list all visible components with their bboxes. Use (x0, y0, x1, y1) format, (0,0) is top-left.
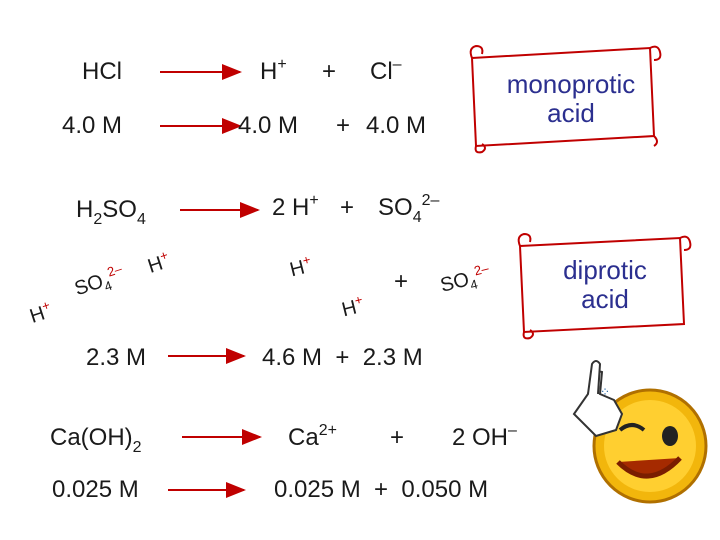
chloride-ion: Cl– (370, 56, 402, 85)
plus-sign: + (340, 194, 355, 221)
plus-sign: + (336, 112, 351, 139)
hydrogen-ion: H+ (260, 56, 287, 85)
ion-concentrations: 0.025 M + 0.050 M (274, 476, 489, 503)
product-concentrations: 4.6 M + 2.3 M (262, 344, 423, 371)
scroll-banner-icon (469, 44, 662, 154)
winking-smiley-icon: ⁘ (572, 360, 708, 504)
hcl-formula: HCl (82, 58, 122, 85)
calcium-hydroxide-formula: Ca(OH)2 (50, 424, 142, 456)
plus-sign: + (394, 268, 409, 295)
acid-concentration: 2.3 M (86, 344, 147, 371)
calcium-ion: Ca2+ (288, 422, 337, 451)
base-concentration: 0.025 M (52, 476, 139, 503)
plus-sign: + (322, 58, 337, 85)
svg-text:⁘: ⁘ (600, 385, 610, 399)
h-concentration: 4.0 M (238, 112, 299, 139)
plus-sign: + (390, 424, 405, 451)
sulfate-ion: SO42– (378, 192, 440, 226)
sulfuric-acid-formula: H2SO4 (76, 196, 146, 228)
scroll-banner-icon (517, 232, 692, 340)
two-hydrogen-ions: 2 H+ (272, 192, 319, 221)
cl-concentration: 4.0 M (366, 112, 427, 139)
hcl-concentration: 4.0 M (62, 112, 123, 139)
hydroxide-ions: 2 OH– (452, 422, 517, 451)
